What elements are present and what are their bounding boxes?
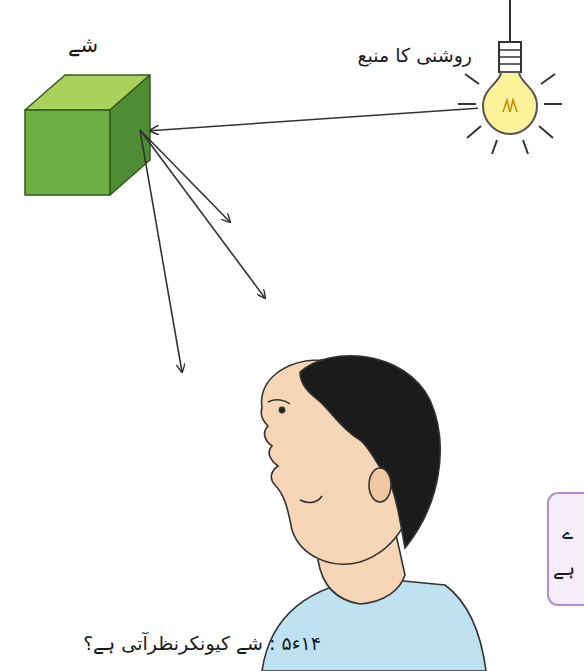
note-text: ے — [562, 521, 573, 543]
note-box: ے ہے — [548, 493, 584, 605]
reflected-rays — [140, 130, 265, 372]
part-label: روشنی کا منبع — [357, 44, 472, 66]
light-bulb — [458, 0, 562, 154]
green-cube — [25, 75, 150, 195]
object-cube: شے — [25, 75, 150, 195]
light-source: روشنی کا منبع — [478, 74, 542, 138]
boy-figure — [261, 356, 486, 671]
light-ray — [150, 108, 478, 131]
figure-caption: ۱۴ء۵ : شے کیونکرنظرآتی ہے؟ — [83, 632, 321, 654]
note-box-outline — [548, 493, 584, 605]
note-text: ہے — [553, 557, 575, 579]
part-label: شے — [68, 33, 98, 57]
